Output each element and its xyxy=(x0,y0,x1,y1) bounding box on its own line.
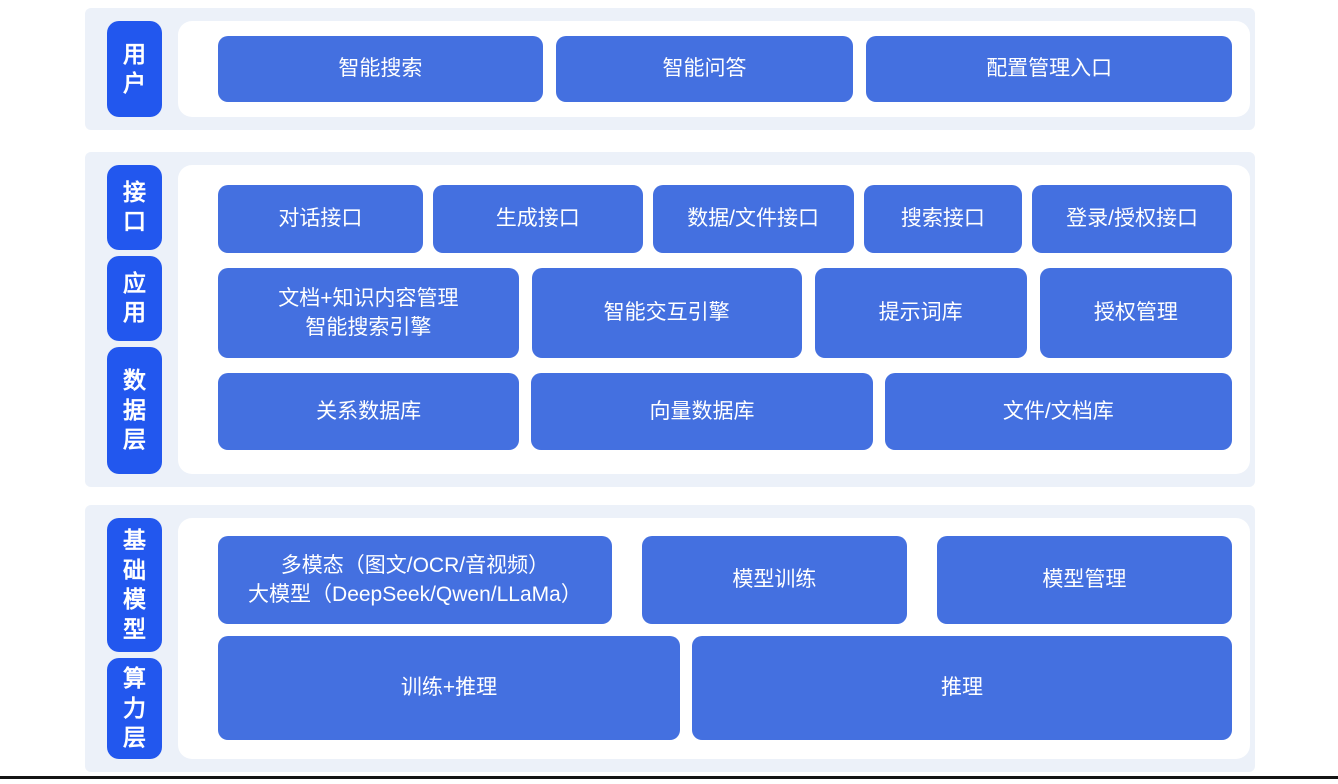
node-file-doc-db: 文件/文档库 xyxy=(884,373,1232,450)
node-generation-api: 生成接口 xyxy=(432,185,643,253)
layer-badge-user: 用户 xyxy=(107,21,162,117)
section-bottom-layers: 基础模型 算力层 多模态（图文/OCR/音视频） 大模型（DeepSeek/Qw… xyxy=(85,505,1255,772)
row-data-nodes: 关系数据库 向量数据库 文件/文档库 xyxy=(218,373,1232,450)
panel-bottom-layers: 多模态（图文/OCR/音视频） 大模型（DeepSeek/Qwen/LLaMa）… xyxy=(178,518,1250,759)
row-interface-nodes: 对话接口 生成接口 数据/文件接口 搜索接口 登录/授权接口 xyxy=(218,185,1233,253)
badge-column-middle: 接口 应用 数据层 xyxy=(107,165,162,474)
badge-column-bottom: 基础模型 算力层 xyxy=(107,518,162,759)
node-auth-management: 授权管理 xyxy=(1039,268,1232,358)
node-relational-db: 关系数据库 xyxy=(218,373,520,450)
node-doc-knowledge-search-engine: 文档+知识内容管理 智能搜索引擎 xyxy=(218,268,519,358)
layer-badge-application-label: 应用 xyxy=(122,269,146,326)
node-training-inference: 训练+推理 xyxy=(218,636,680,740)
node-smart-qa: 智能问答 xyxy=(555,36,854,102)
layer-badge-compute-label: 算力层 xyxy=(122,665,146,751)
node-config-entry: 配置管理入口 xyxy=(866,36,1232,102)
node-data-file-api: 数据/文件接口 xyxy=(652,185,854,253)
node-dialog-api: 对话接口 xyxy=(218,185,423,253)
panel-middle-layers: 对话接口 生成接口 数据/文件接口 搜索接口 登录/授权接口 文档+知识内容管理… xyxy=(178,165,1250,474)
row-foundation-model-nodes: 多模态（图文/OCR/音视频） 大模型（DeepSeek/Qwen/LLaMa）… xyxy=(218,536,1232,624)
node-search-api: 搜索接口 xyxy=(863,185,1023,253)
layer-badge-compute: 算力层 xyxy=(107,658,162,759)
node-vector-db: 向量数据库 xyxy=(531,373,873,450)
layer-badge-user-label: 用户 xyxy=(122,40,146,96)
node-model-training: 模型训练 xyxy=(641,536,907,624)
node-model-management: 模型管理 xyxy=(936,536,1232,624)
bottom-rule xyxy=(0,776,1338,779)
node-prompt-library: 提示词库 xyxy=(814,268,1027,358)
node-multimodal-llm: 多模态（图文/OCR/音视频） 大模型（DeepSeek/Qwen/LLaMa） xyxy=(218,536,612,624)
node-interaction-engine: 智能交互引擎 xyxy=(531,268,802,358)
row-application-nodes: 文档+知识内容管理 智能搜索引擎 智能交互引擎 提示词库 授权管理 xyxy=(218,268,1232,358)
layer-badge-application: 应用 xyxy=(107,255,162,341)
layer-badge-data-label: 数据层 xyxy=(122,367,146,453)
layer-badge-data: 数据层 xyxy=(107,346,162,474)
layer-badge-foundation-model: 基础模型 xyxy=(107,518,162,653)
row-user-nodes: 智能搜索 智能问答 配置管理入口 xyxy=(218,36,1232,102)
layer-badge-interface-label: 接口 xyxy=(122,178,146,235)
badge-column-user: 用户 xyxy=(107,21,162,117)
section-middle-layers: 接口 应用 数据层 对话接口 生成接口 数据/文件接口 搜索接口 登录/授权接口… xyxy=(85,152,1255,487)
section-user-layer: 用户 智能搜索 智能问答 配置管理入口 xyxy=(85,8,1255,130)
panel-user-layer: 智能搜索 智能问答 配置管理入口 xyxy=(178,21,1250,117)
layer-badge-interface: 接口 xyxy=(107,165,162,250)
layer-badge-foundation-model-label: 基础模型 xyxy=(122,527,146,642)
node-smart-search: 智能搜索 xyxy=(218,36,543,102)
row-compute-nodes: 训练+推理 推理 xyxy=(218,636,1232,740)
node-login-auth-api: 登录/授权接口 xyxy=(1032,185,1233,253)
node-inference: 推理 xyxy=(692,636,1232,740)
